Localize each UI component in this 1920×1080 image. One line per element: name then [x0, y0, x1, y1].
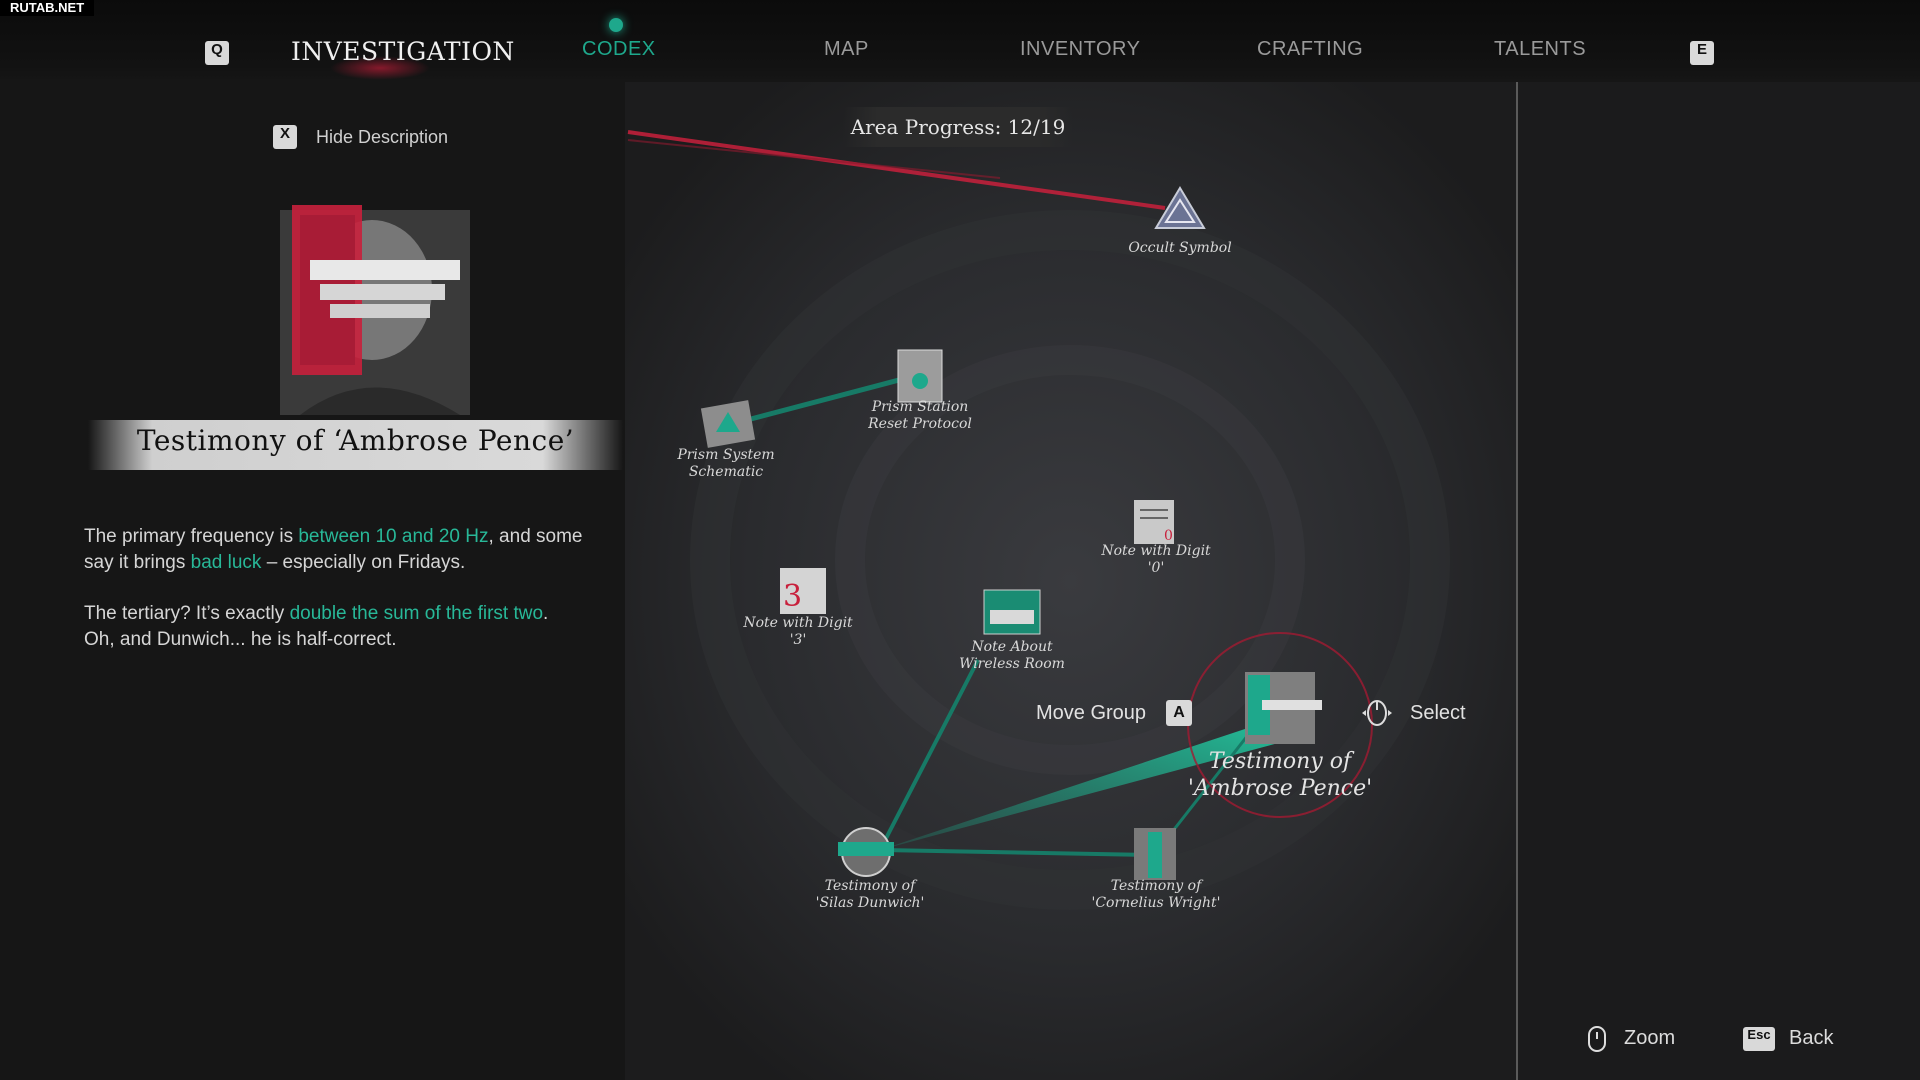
hide-description-key[interactable]: X: [273, 125, 297, 149]
connection-schematic-reset: [727, 372, 919, 428]
note-digit-3-icon[interactable]: 3: [780, 568, 826, 614]
connection-silas-ambrose: [880, 720, 1282, 850]
text-span: The tertiary? It’s exactly: [84, 603, 290, 624]
highlight-bad-luck: bad luck: [190, 552, 262, 573]
zoom-hint: Zoom: [1624, 1027, 1676, 1049]
tab-map[interactable]: MAP: [824, 38, 869, 60]
mouse-icon: [1362, 700, 1392, 726]
top-navigation: [0, 0, 1920, 82]
svg-text:3: 3: [783, 579, 802, 614]
tab-crafting[interactable]: CRAFTING: [1257, 38, 1364, 60]
back-button[interactable]: Back: [1789, 1027, 1834, 1049]
panel-divider: [1516, 82, 1518, 1080]
prev-tab-key[interactable]: Q: [205, 41, 229, 65]
occult-symbol-icon[interactable]: [1154, 186, 1206, 229]
back-key[interactable]: Esc: [1743, 1027, 1775, 1051]
node-label-silas-dunwich[interactable]: Testimony of 'Silas Dunwich': [815, 878, 925, 911]
silas-portrait-icon[interactable]: [838, 827, 894, 877]
text-span: , and some say it brings: [84, 526, 583, 573]
tab-codex[interactable]: CODEX: [582, 38, 656, 60]
description-paragraph-1: The primary frequency is between 10 and …: [84, 524, 584, 576]
node-label-occult-symbol[interactable]: Occult Symbol: [1128, 240, 1232, 256]
node-label-cornelius-wright[interactable]: Testimony of 'Cornelius Wright': [1091, 878, 1221, 911]
node-label-digit-0[interactable]: Note with Digit '0': [1101, 543, 1211, 576]
hide-description-button[interactable]: Hide Description: [316, 127, 449, 147]
tab-talents[interactable]: TALENTS: [1494, 38, 1587, 60]
red-connection: [627, 130, 1166, 210]
title-banner: [88, 420, 623, 470]
connection-silas-cornelius: [879, 848, 1149, 857]
tab-inventory[interactable]: INVENTORY: [1020, 38, 1141, 60]
text-span: The primary frequency is: [84, 526, 299, 547]
svg-text:0: 0: [1164, 528, 1173, 544]
note-wireless-icon[interactable]: [983, 589, 1041, 635]
text-span: . Oh, and Dunwich... he is half-correct.: [84, 603, 549, 650]
node-label-prism-reset[interactable]: Prism Station Reset Protocol: [868, 399, 972, 432]
ambrose-portrait-icon[interactable]: [1245, 672, 1322, 744]
next-tab-key[interactable]: E: [1690, 41, 1714, 65]
prism-reset-document-icon[interactable]: [897, 349, 943, 403]
move-group-key[interactable]: A: [1166, 700, 1192, 726]
connection-silas-wireless: [878, 659, 980, 851]
move-group-hint: Move Group: [1036, 702, 1147, 724]
select-hint: Select: [1410, 702, 1466, 724]
item-title: Testimony of ‘Ambrose Pence’: [136, 424, 575, 457]
description-paragraph-2: The tertiary? It’s exactly double the su…: [84, 601, 584, 653]
node-label-digit-3[interactable]: Note with Digit '3': [743, 615, 853, 648]
note-digit-0-icon[interactable]: 0: [1134, 500, 1174, 544]
scroll-wheel-icon: [1588, 1026, 1606, 1052]
tab-investigation[interactable]: INVESTIGATION: [291, 37, 515, 66]
highlight-double-sum: double the sum of the first two: [289, 603, 544, 624]
cornelius-portrait-icon[interactable]: [1134, 828, 1176, 880]
highlight-frequency: between 10 and 20 Hz: [298, 526, 489, 547]
node-label-prism-schematic[interactable]: Prism System Schematic: [677, 447, 775, 480]
watermark: RUTAB.NET: [0, 0, 95, 16]
codex-notification-dot: [609, 18, 623, 32]
ambrose-portrait-large: [280, 205, 470, 415]
area-progress: Area Progress: 12/19: [843, 107, 1073, 147]
node-label-ambrose-pence[interactable]: Testimony of 'Ambrose Pence': [1187, 749, 1373, 801]
active-tab-glow: [330, 56, 430, 80]
text-span: – especially on Fridays.: [261, 552, 466, 573]
node-label-wireless-room[interactable]: Note About Wireless Room: [959, 639, 1065, 672]
prism-schematic-icon[interactable]: [700, 400, 756, 448]
